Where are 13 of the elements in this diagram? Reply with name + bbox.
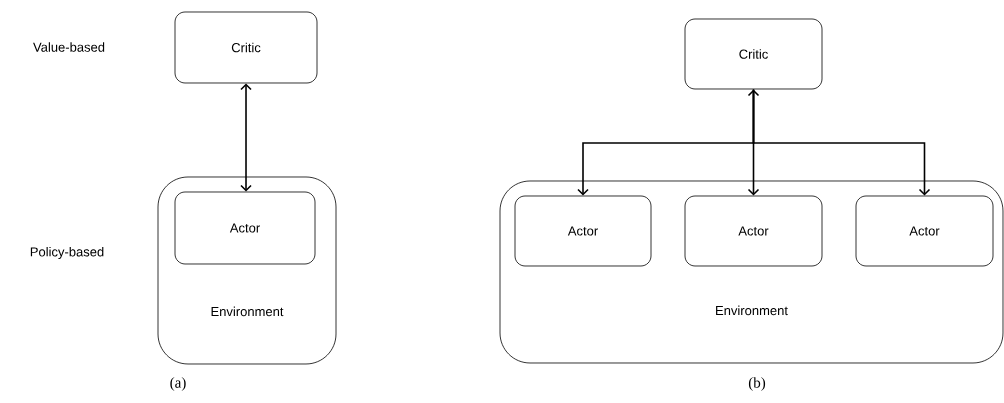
process-box: Actor [684,195,823,267]
arrow [747,89,760,196]
process-box: Actor [855,195,994,267]
row-label: Value-based [33,42,105,52]
subfigure-label: (a) [170,377,186,391]
process-box: Actor [514,195,652,267]
arrow [240,83,252,192]
subfigure-label: (b) [748,377,766,391]
process-box: Actor [174,191,316,265]
row-label: Policy-based [30,246,104,260]
arrow [752,88,931,196]
process-box: Critic [684,18,823,90]
process-box: Critic [174,11,318,84]
